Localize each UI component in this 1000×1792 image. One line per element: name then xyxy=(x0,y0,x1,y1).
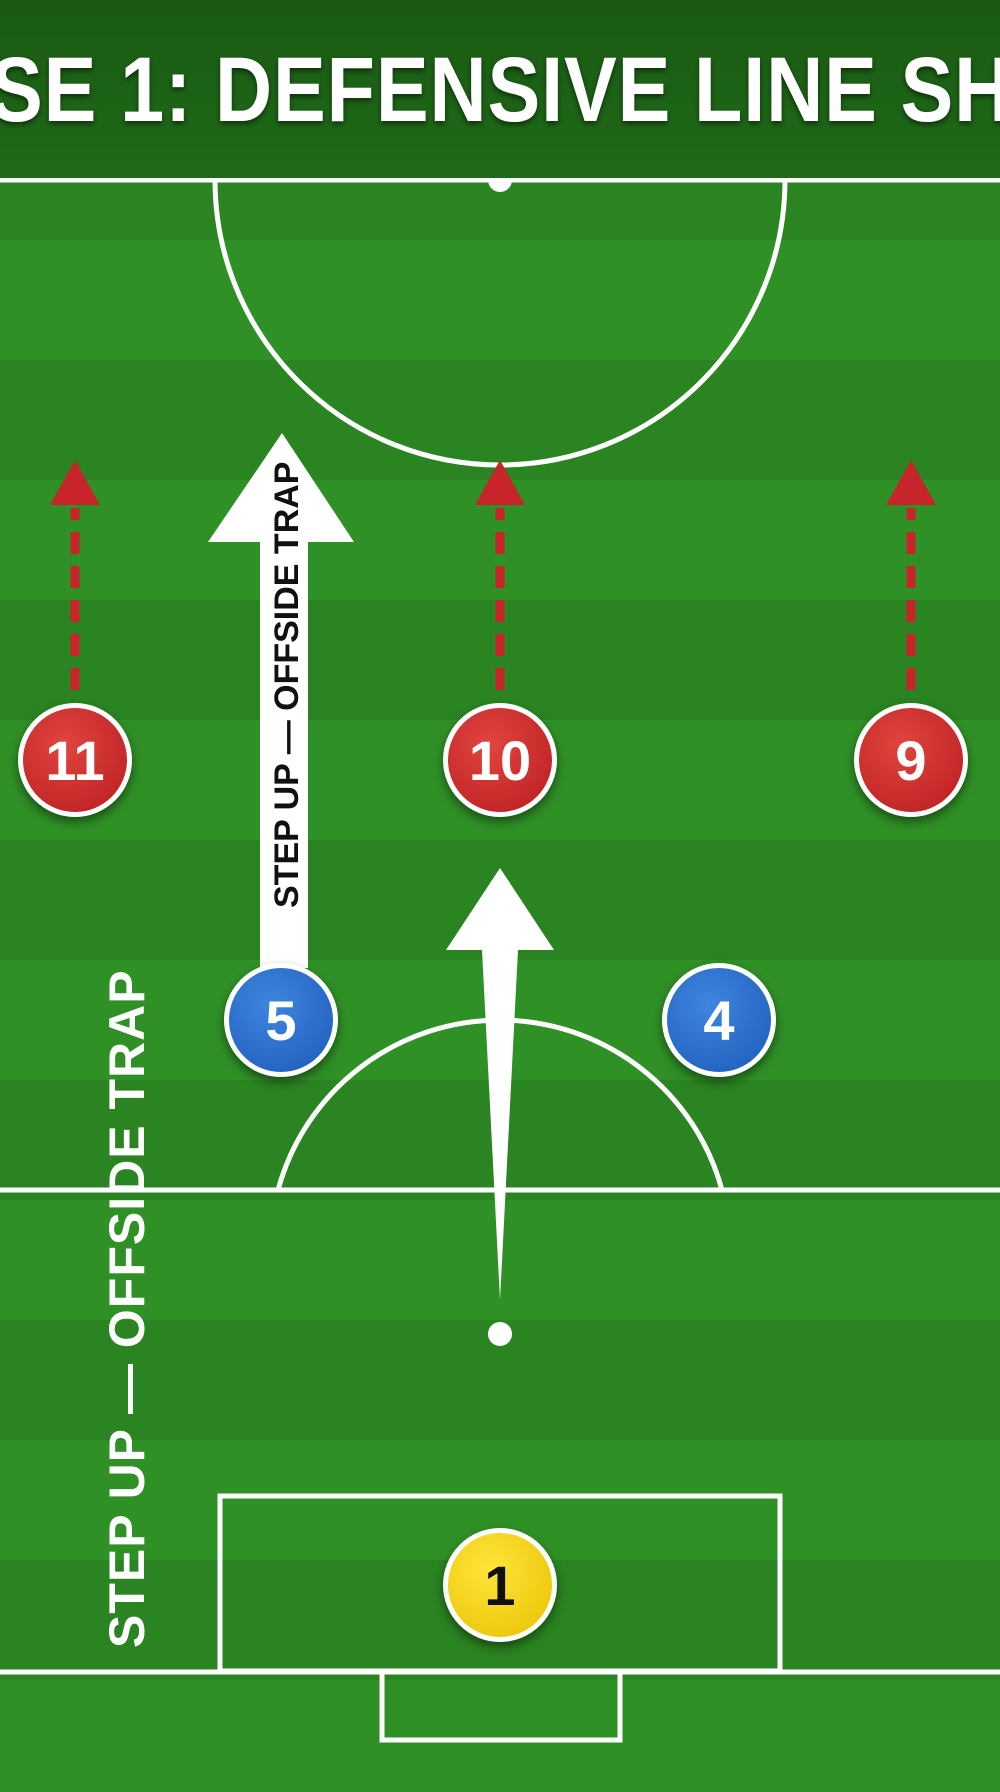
player-4: 4 xyxy=(662,963,776,1077)
run-arrow-9 xyxy=(886,460,936,690)
player-5: 5 xyxy=(224,963,338,1077)
penalty-spot xyxy=(488,1322,512,1346)
arrow-label: STEP UP — OFFSIDE TRAP xyxy=(268,461,306,908)
player-9: 9 xyxy=(854,703,968,817)
run-arrow-11 xyxy=(50,460,100,690)
diagram-title: ASE 1: DEFENSIVE LINE SHA xyxy=(0,39,1000,141)
run-arrow-10 xyxy=(475,460,525,690)
title-bar: ASE 1: DEFENSIVE LINE SHA xyxy=(0,0,1000,178)
player-10: 10 xyxy=(443,703,557,817)
step-up-arrow-center xyxy=(446,868,554,1300)
step-up-arrow-5 xyxy=(208,433,354,968)
player-11: 11 xyxy=(18,703,132,817)
goalkeeper-1: 1 xyxy=(443,1528,557,1642)
side-label: STEP UP — OFFSIDE TRAP xyxy=(99,969,155,1648)
goal-box xyxy=(379,1669,623,1743)
